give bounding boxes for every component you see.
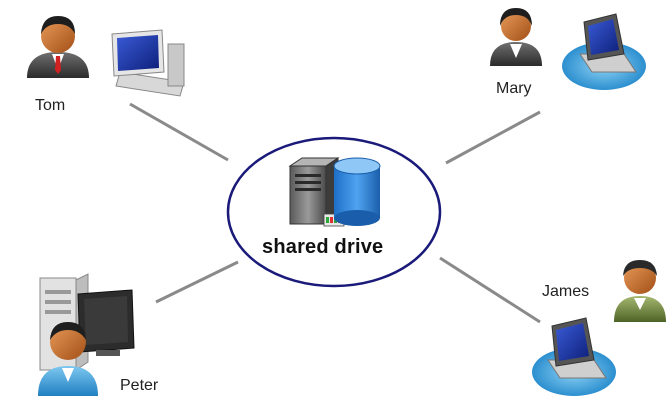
laptop-icon (532, 317, 616, 396)
user-label-peter: Peter (120, 377, 159, 394)
user-label-mary: Mary (496, 80, 532, 97)
person-icon (490, 8, 542, 66)
user-label-james: James (542, 283, 590, 300)
database-icon (333, 157, 381, 226)
laptop-icon (562, 13, 646, 90)
user-tom (27, 16, 185, 97)
desktop-computer-icon (111, 29, 185, 97)
connector-peter (155, 260, 239, 304)
desktop-computer-icon (39, 273, 135, 371)
shared-drive-node (226, 136, 442, 288)
connector-james (439, 256, 541, 324)
shared-drive-label: shared drive (262, 236, 384, 258)
user-james (532, 260, 666, 396)
user-mary (490, 8, 646, 90)
person-icon (614, 260, 666, 322)
server-icon (288, 157, 345, 227)
user-label-tom: Tom (35, 97, 66, 114)
person-icon (38, 322, 98, 396)
connector-mary (445, 110, 541, 165)
user-peter (38, 273, 135, 396)
person-icon (27, 16, 89, 78)
connector-tom (129, 102, 229, 162)
